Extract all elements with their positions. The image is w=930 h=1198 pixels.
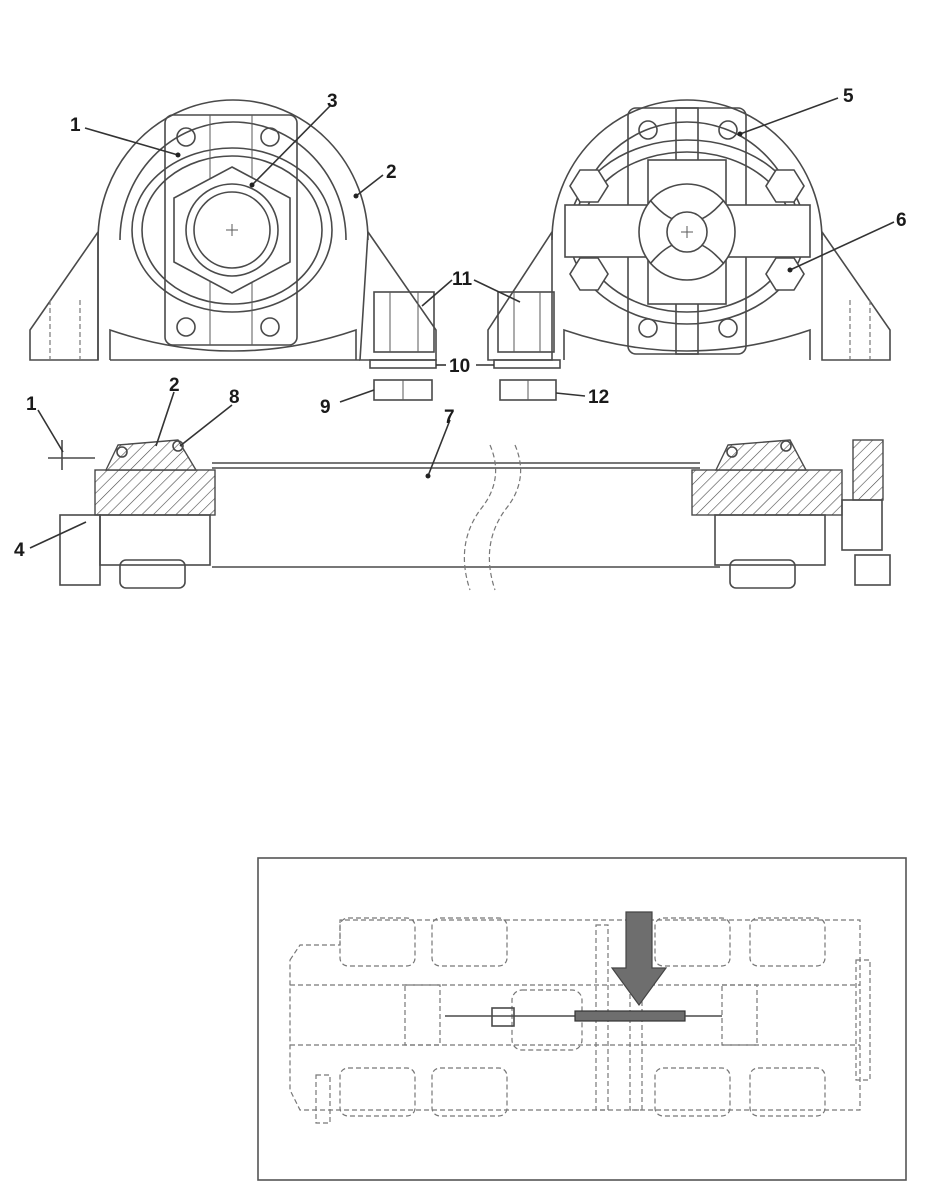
left-bearing-front-view [29,99,437,362]
callout-12: 12 [588,387,609,408]
shaft-side-section-view [48,439,891,591]
adjustment-parts-left [369,291,437,401]
callout-10: 10 [449,356,470,377]
callout-6: 6 [896,210,907,231]
callout-1-top: 1 [70,115,81,136]
adjustment-parts-right [493,291,561,401]
callout-2-side: 2 [169,375,180,396]
callout-8: 8 [229,387,240,408]
callout-7: 7 [444,407,455,428]
leader-lines [29,97,895,549]
callout-11: 11 [452,269,473,290]
callout-9: 9 [320,397,331,418]
location-arrow-icon [610,911,668,1007]
callout-3: 3 [327,91,338,112]
callout-1-side: 1 [26,394,37,415]
callout-4: 4 [14,540,25,561]
right-bearing-front-view [487,99,891,362]
callout-2-top: 2 [386,162,397,183]
callout-5: 5 [843,86,854,107]
vehicle-location-inset [257,857,907,1181]
